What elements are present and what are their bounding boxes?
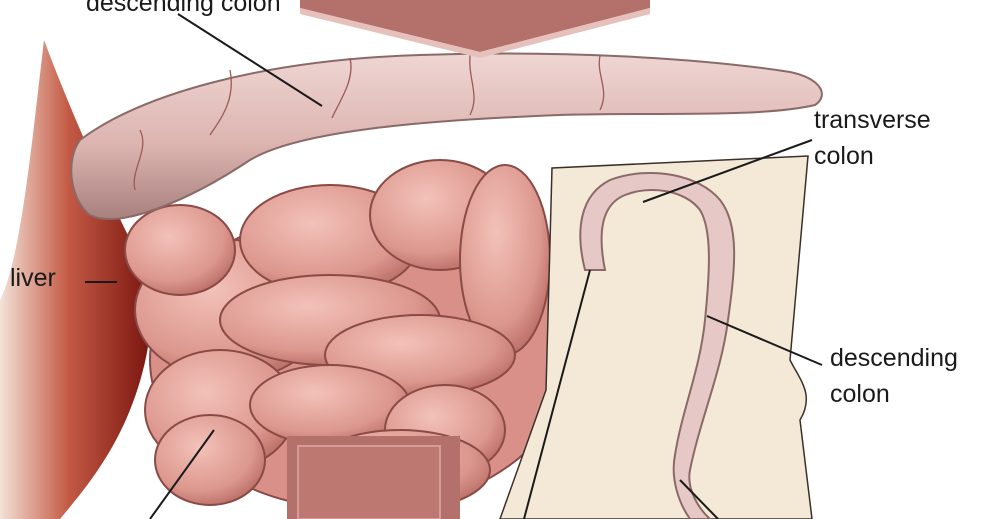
label-liver: liver (10, 263, 56, 293)
label-descending-colon-top: descending colon (86, 0, 281, 18)
label-descending-line1: descending (830, 340, 958, 376)
label-transverse-colon: transverse colon (814, 102, 931, 174)
label-descending-colon-right: descending colon (830, 340, 958, 412)
label-descending-line2: colon (830, 376, 958, 412)
label-transverse-line2: colon (814, 138, 931, 174)
inset-panel (500, 156, 812, 519)
box-marker-inner (298, 446, 440, 519)
label-transverse-line1: transverse (814, 102, 931, 138)
